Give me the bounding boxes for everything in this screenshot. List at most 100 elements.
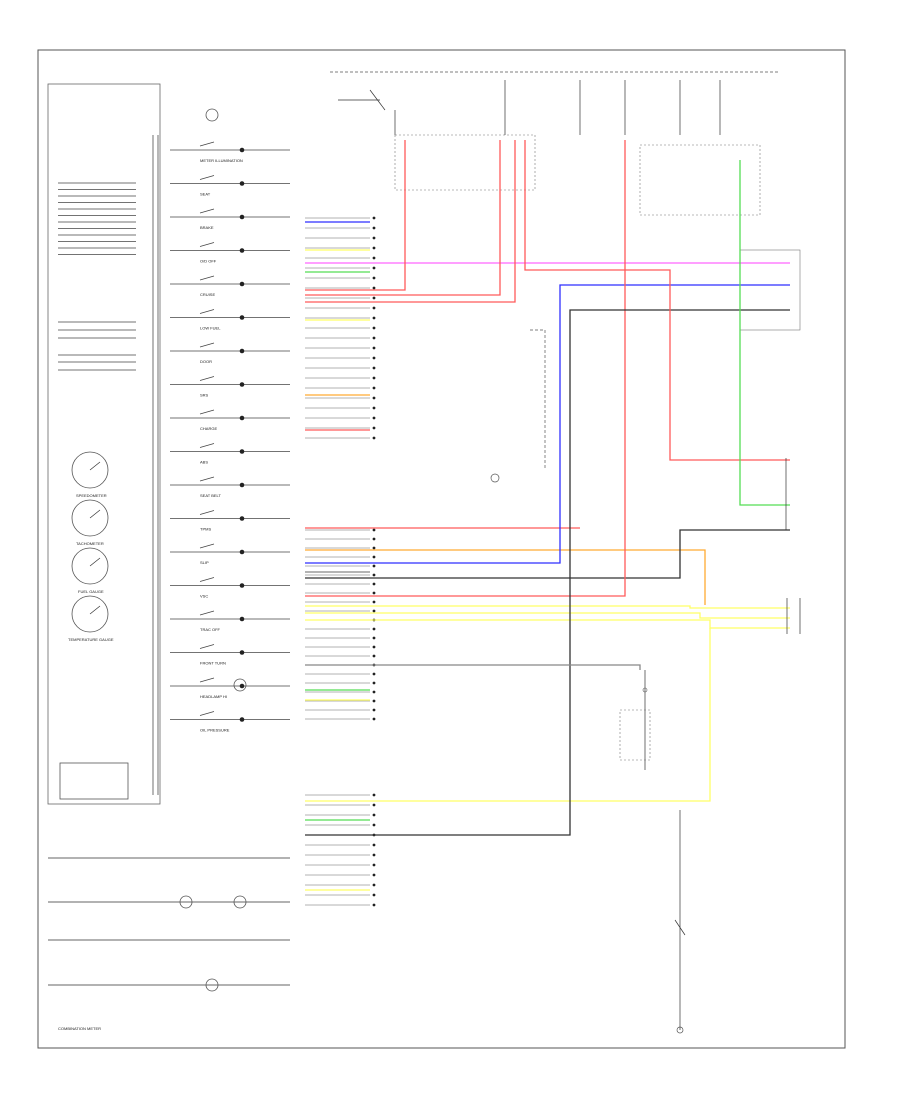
bottom-lamps	[48, 108, 290, 992]
wire-red	[305, 140, 626, 597]
lamp-icon	[233, 895, 247, 909]
pin-dot	[372, 396, 376, 400]
wire-red	[524, 140, 790, 461]
indicator-lamp-icon	[239, 583, 245, 588]
indicator-lamp-icon	[239, 315, 245, 320]
indicator-label: BRAKE	[200, 225, 214, 230]
indicator-lamp-icon	[239, 616, 245, 622]
switch-contact-icon	[199, 543, 215, 549]
switch-contact-icon	[199, 711, 215, 716]
indicator-label: O/D OFF	[200, 259, 217, 264]
pin-dot	[372, 546, 376, 550]
indicator-lamp-icon	[239, 717, 245, 722]
pin-dot	[372, 246, 376, 250]
pin-dot	[372, 813, 376, 817]
pin-dot	[372, 236, 376, 240]
pin-dot	[372, 356, 376, 360]
wire-yellow	[305, 612, 790, 619]
wire-dark	[305, 309, 790, 836]
switch-contact-icon	[199, 610, 215, 616]
switch-contact-icon	[199, 409, 215, 415]
speedometer-gauge	[71, 451, 109, 489]
indicator-lamp-icon	[239, 683, 245, 689]
indicator-lamp-icon	[239, 214, 245, 220]
pin-dot	[372, 823, 376, 827]
pin-dot	[372, 793, 376, 797]
pin-dot	[372, 591, 376, 595]
indicator-label: CRUISE	[200, 292, 215, 297]
pin-dot	[372, 346, 376, 350]
indicator-lamp-icon	[239, 181, 245, 186]
switch-contact-icon	[199, 476, 215, 482]
switch-contact-icon	[199, 510, 215, 515]
pin-dot	[372, 600, 376, 604]
pin-dot	[372, 609, 376, 613]
indicator-label: SLIP	[200, 560, 209, 565]
wire-gray	[305, 664, 641, 670]
ground-icon	[676, 1026, 684, 1034]
switch-contact-icon	[199, 376, 215, 381]
pin-dot	[372, 654, 376, 658]
pin-dot	[372, 226, 376, 230]
lamp-icon	[179, 895, 193, 909]
pin-dot	[372, 216, 376, 220]
pin-dot	[372, 406, 376, 410]
pin-dot	[372, 316, 376, 320]
diagram-frame	[37, 49, 846, 1049]
body-ecu-box	[739, 249, 801, 331]
pin-dot	[372, 803, 376, 807]
switch-contact-icon	[199, 141, 215, 147]
pin-dot	[372, 843, 376, 847]
wire-orange	[305, 549, 706, 605]
indicator-lamp-icon	[239, 516, 245, 521]
wire-blue	[305, 284, 790, 564]
wire-red	[305, 140, 406, 291]
pin-dot	[372, 386, 376, 390]
pin-dot	[372, 376, 376, 380]
indicator-lamp-icon	[239, 415, 245, 421]
switch-contact-icon	[199, 342, 215, 348]
pin-dot	[372, 306, 376, 310]
gauge-label-tachometer: TACHOMETER	[76, 541, 104, 546]
gauge-group: SPEEDOMETER TACHOMETER FUEL GAUGE TEMPER…	[68, 451, 114, 642]
switch-contact-icon	[199, 275, 215, 281]
fuel-pump-connector	[785, 458, 801, 634]
wire-yellow	[305, 619, 790, 629]
lamp-icon	[205, 978, 219, 992]
indicator-label: TRAC OFF	[200, 627, 221, 632]
indicator-lamp-icon	[239, 281, 245, 287]
cluster-left-leads	[58, 182, 136, 371]
indicator-lamp-icon	[239, 549, 245, 555]
pin-dot	[372, 636, 376, 640]
pin-dot	[372, 672, 376, 676]
wire-red	[305, 140, 516, 303]
wire-green	[739, 160, 790, 506]
indicator-lamp-icon	[239, 348, 245, 354]
pin-dot	[372, 286, 376, 290]
indicator-label: SRS	[200, 393, 209, 398]
indicator-label: METER ILLUMINATION	[200, 158, 243, 163]
indicator-label: DOOR	[200, 359, 212, 364]
gauge-label-temperature: TEMPERATURE GAUGE	[68, 637, 114, 642]
wire-dark	[305, 529, 790, 579]
fuse-box-region	[394, 134, 536, 191]
indicator-label: SEAT BELT	[200, 493, 221, 498]
pin-dot	[372, 573, 376, 577]
pin-dot	[372, 537, 376, 541]
cluster-box	[47, 83, 161, 805]
wire-yellow	[305, 628, 711, 802]
switch-contact-icon	[199, 443, 215, 448]
pin-dot	[372, 690, 376, 694]
pin-dot	[372, 873, 376, 877]
pin-dot	[372, 528, 376, 532]
bottom-right-switch	[619, 670, 686, 1034]
indicator-lamp-icon	[239, 382, 245, 387]
pin-dot	[372, 416, 376, 420]
switch-contact-icon	[199, 577, 215, 582]
temperature-gauge	[71, 595, 109, 633]
wire-red	[305, 140, 501, 296]
pin-dot	[372, 436, 376, 440]
pin-dot	[372, 717, 376, 721]
pin-dot	[372, 564, 376, 568]
